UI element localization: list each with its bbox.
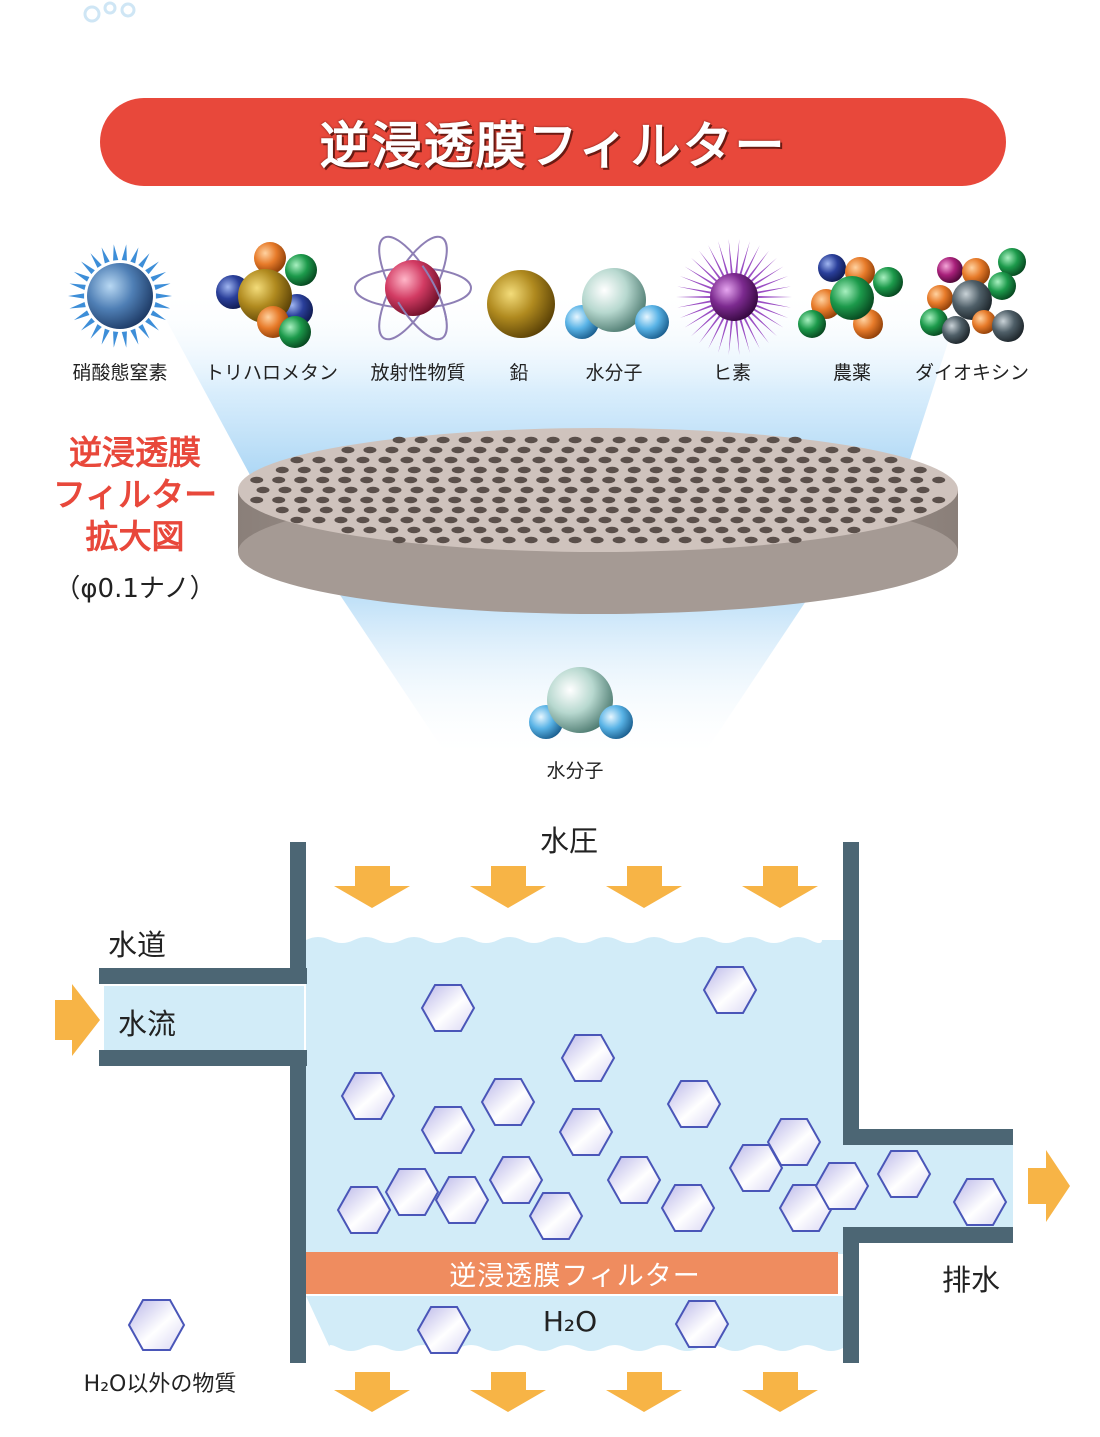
impurity-hexagon-icon [384, 1168, 440, 1216]
radioactive-substance-icon [354, 235, 472, 341]
molecule-label-7: ダイオキシン [914, 362, 1029, 384]
legend-hexagon-icon [127, 1299, 186, 1351]
tap-water-label: 水道 [108, 928, 167, 962]
impurity-hexagon-icon [528, 1192, 584, 1240]
impurity-hexagon-icon [416, 1306, 472, 1354]
impurity-hexagon-icon [558, 1108, 614, 1156]
filter-disk [238, 428, 958, 614]
molecule-label-5: ヒ素 [712, 362, 751, 384]
molecule-label-6: 農薬 [832, 362, 871, 384]
pressure-arrows [334, 866, 818, 908]
trihalomethane-icon [216, 242, 317, 348]
impurity-hexagon-icon [702, 966, 758, 1014]
pressure-label: 水圧 [540, 824, 599, 858]
title-banner: 逆浸透膜フィルター [100, 98, 1006, 186]
impurity-hexagon-icon [340, 1072, 396, 1120]
impurity-hexagon-icon [666, 1080, 722, 1128]
impurity-particles [336, 966, 1008, 1354]
process-diagram [55, 842, 1070, 1412]
impurity-hexagon-icon [876, 1150, 932, 1198]
passed-water-molecule-icon [529, 667, 633, 739]
decorative-bubbles [83, 1, 136, 23]
zoom-title-line: 拡大図 [85, 517, 185, 556]
molecule-label-4: 水分子 [585, 362, 643, 384]
flow-label: 水流 [118, 1007, 177, 1041]
impurity-hexagon-icon [560, 1034, 616, 1082]
page-title: 逆浸透膜フィルター [319, 117, 787, 175]
impurity-hexagon-icon [480, 1078, 536, 1126]
impurity-hexagon-icon [674, 1300, 730, 1348]
molecule-label-2: 放射性物質 [370, 362, 466, 384]
membrane-label: 逆浸透膜フィルター [449, 1260, 701, 1292]
zoom-title-line: 逆浸透膜 [69, 433, 201, 472]
filter-illustration [68, 235, 1026, 760]
dioxin-icon [920, 248, 1026, 344]
inflow-arrow [55, 984, 100, 1056]
lead-icon [487, 270, 555, 338]
impurity-hexagon-icon [606, 1156, 662, 1204]
impurity-hexagon-icon [420, 984, 476, 1032]
impurity-hexagon-icon [488, 1156, 544, 1204]
impurity-hexagon-icon [336, 1186, 392, 1234]
molecule-label-1: トリハロメタン [205, 362, 339, 384]
impurity-hexagon-icon [766, 1118, 822, 1166]
arsenic-icon [676, 239, 792, 355]
pesticide-icon [798, 254, 903, 339]
zoom-size: （φ0.1ナノ） [54, 574, 216, 604]
outflow-arrows [334, 1372, 818, 1412]
molecule-label-0: 硝酸態窒素 [72, 362, 168, 384]
impurity-hexagon-icon [952, 1178, 1008, 1226]
drain-arrow [1028, 1150, 1070, 1222]
drain-label: 排水 [942, 1263, 1001, 1297]
legend-label: H₂O以外の物質 [83, 1372, 237, 1397]
impurity-hexagon-icon [728, 1144, 784, 1192]
zoom-title-line: フィルター [52, 475, 218, 514]
h2o-label: H₂O [542, 1305, 598, 1338]
pipe-walls [99, 842, 1013, 1363]
molecule-label-3: 鉛 [509, 362, 529, 384]
water-molecule-icon [565, 268, 669, 339]
zoom-title: 逆浸透膜 フィルター 拡大図 [40, 432, 230, 558]
passed-molecule-label: 水分子 [546, 760, 604, 782]
impurity-hexagon-icon [420, 1106, 476, 1154]
impurity-hexagon-icon [814, 1162, 870, 1210]
impurity-hexagon-icon [660, 1184, 716, 1232]
nitrate-nitrogen-icon [68, 244, 172, 348]
impurity-hexagon-icon [434, 1176, 490, 1224]
membrane-bar [306, 1252, 838, 1294]
